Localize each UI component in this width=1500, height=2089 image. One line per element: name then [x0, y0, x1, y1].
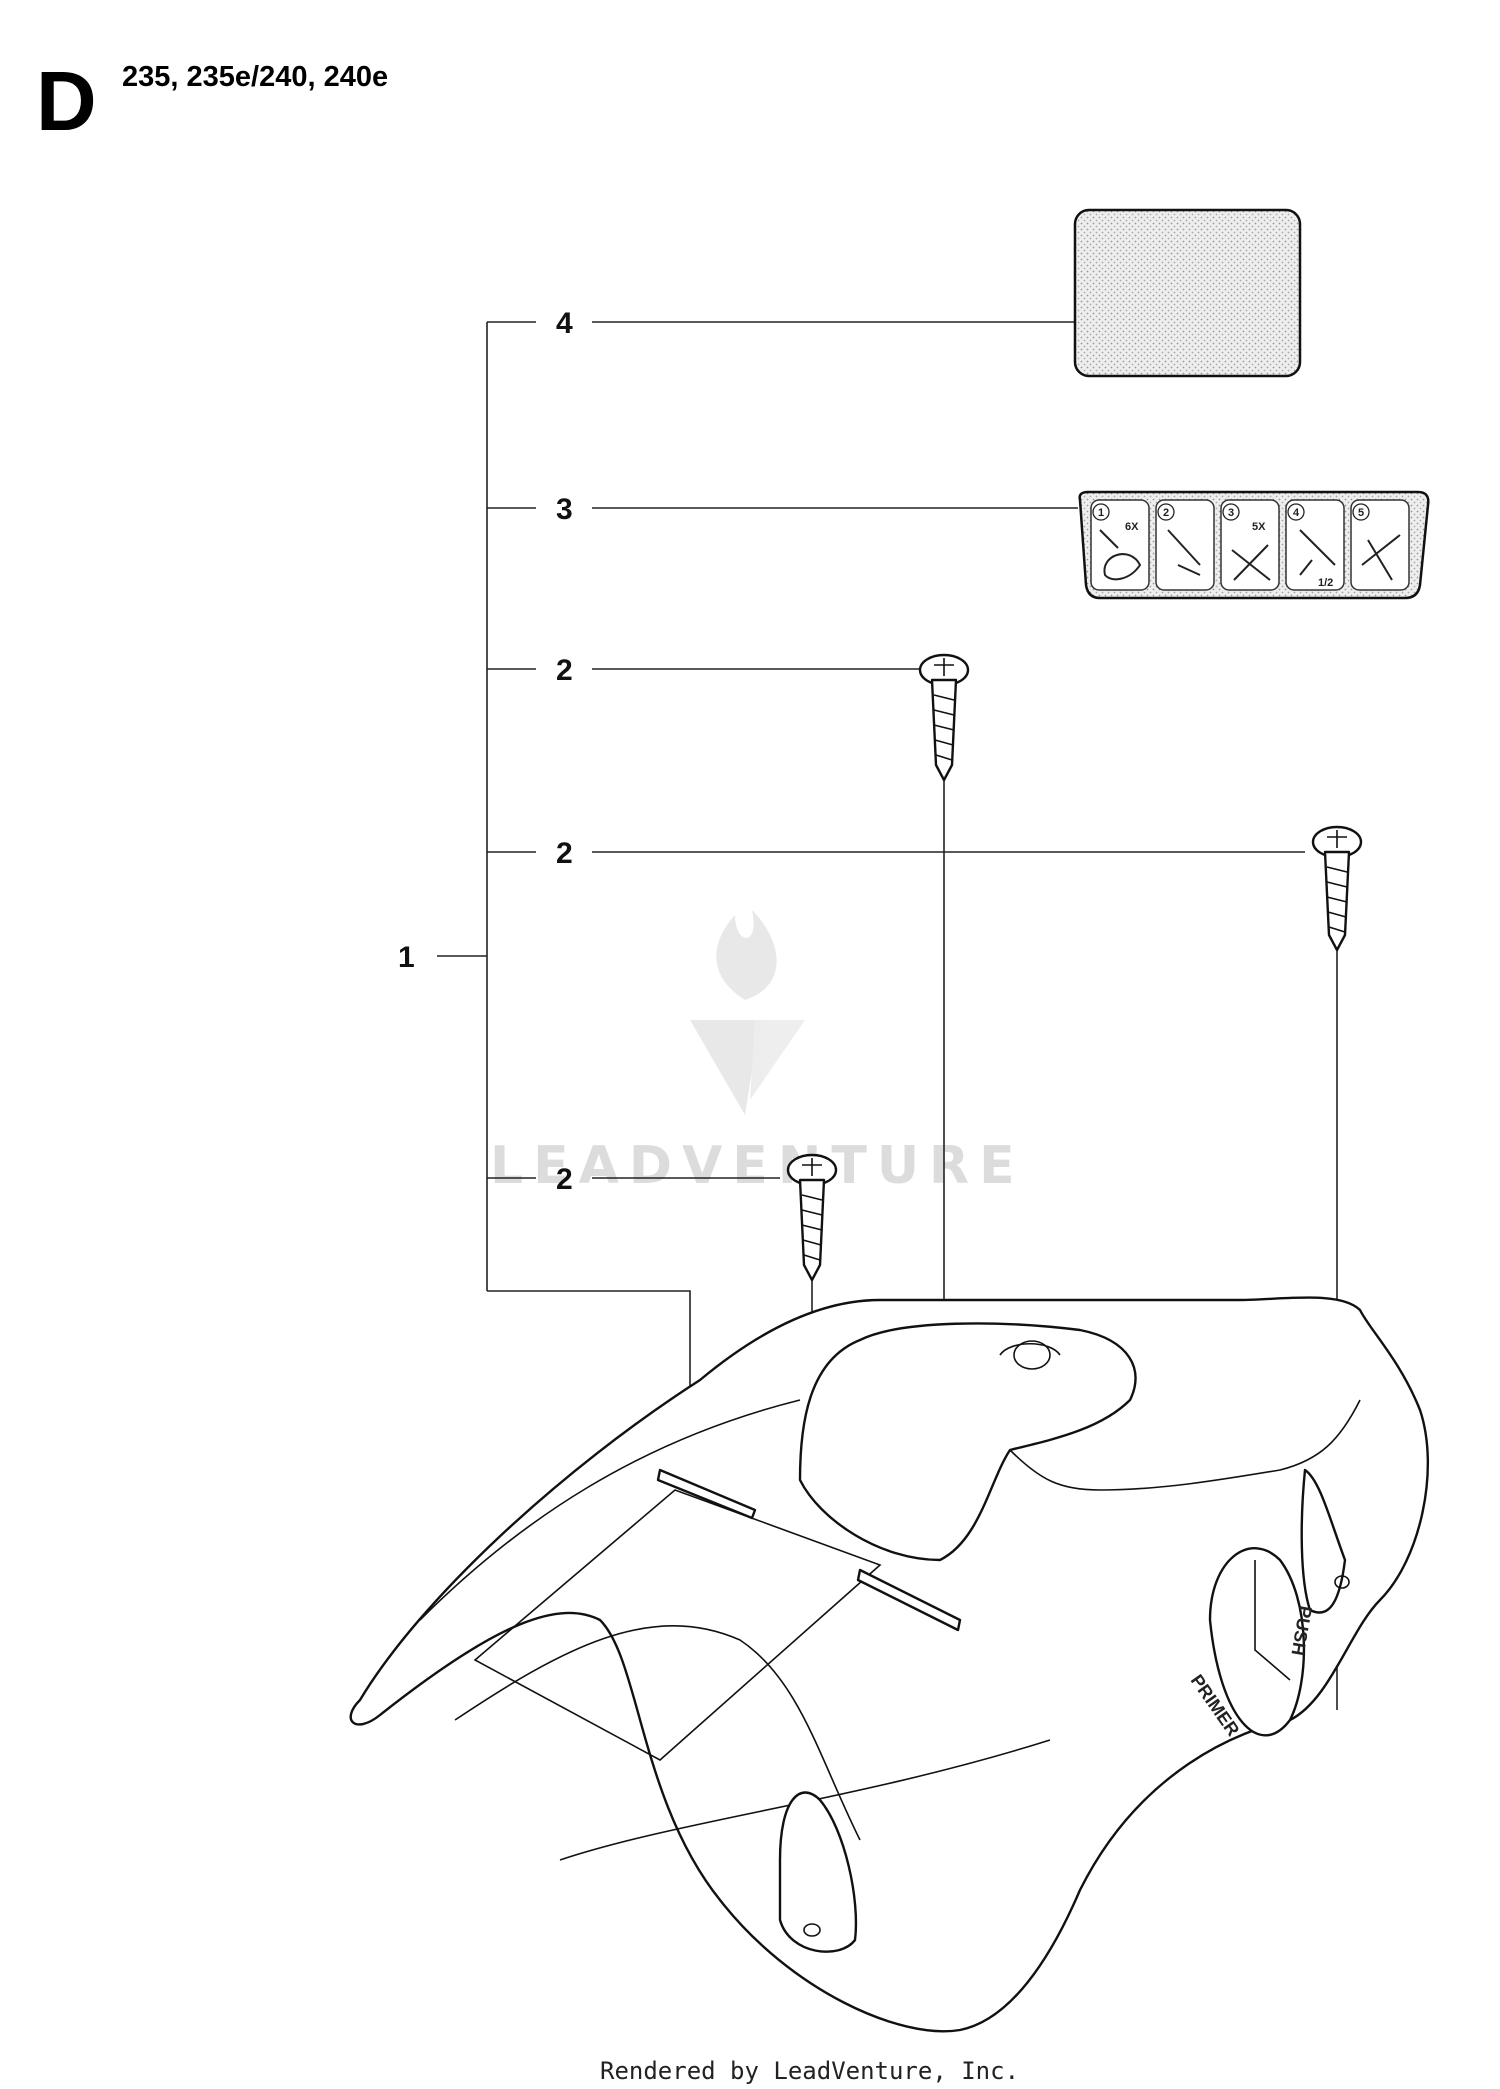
step-3-number: 3	[1228, 507, 1234, 519]
screw-a	[918, 653, 970, 782]
half-choke-icon	[1299, 529, 1336, 576]
arrow-icon	[1099, 529, 1119, 549]
watermark-text: LEADVENTURE	[490, 1136, 1025, 1196]
watermark-logo	[690, 910, 805, 1115]
callout-2-a: 2	[556, 654, 573, 687]
cylinder-cover: PRIMER PUSH	[349, 1296, 1430, 2033]
callout-bracket	[437, 321, 691, 1440]
screw-b	[1311, 825, 1363, 952]
callout-4: 4	[556, 307, 573, 340]
run-icon	[1361, 534, 1401, 581]
pull-cord-icon	[1231, 544, 1271, 581]
callout-3: 3	[556, 493, 573, 526]
callout-2-c: 2	[556, 1163, 573, 1196]
footer-credit: Rendered by LeadVenture, Inc.	[600, 2057, 1019, 2085]
step-2-number: 2	[1163, 507, 1169, 519]
step-1-count: 6X	[1125, 521, 1139, 533]
decal-blank	[1073, 208, 1302, 378]
step-4-fraction: 1/2	[1318, 577, 1333, 589]
step-3-count: 5X	[1252, 521, 1266, 533]
decal-starting-instructions: 1 2 3 4 5 6X 5X 1/2	[1078, 490, 1430, 600]
primer-bulb-icon	[1103, 553, 1142, 581]
choke-icon	[1167, 529, 1201, 576]
callout-2-b: 2	[556, 837, 573, 870]
section-letter: D	[36, 54, 97, 148]
screw-c	[786, 1153, 838, 1282]
step-1-number: 1	[1098, 507, 1104, 519]
model-list: 235, 235e/240, 240e	[122, 61, 388, 93]
step-5-number: 5	[1358, 507, 1364, 519]
step-4-number: 4	[1293, 507, 1300, 519]
callout-1: 1	[398, 941, 415, 974]
